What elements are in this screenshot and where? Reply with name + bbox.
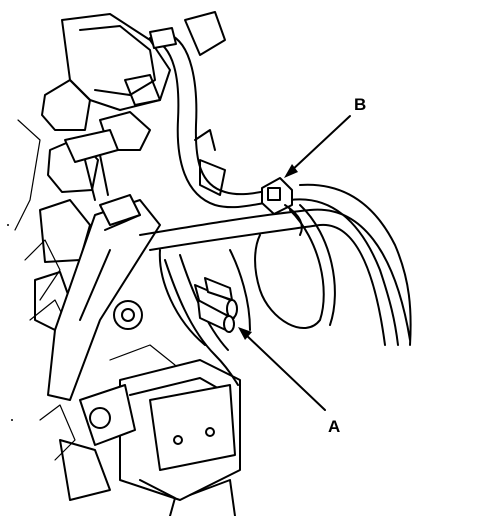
callout-a-arrowhead xyxy=(238,327,252,340)
callout-b: B xyxy=(284,95,366,178)
callout-b-label: B xyxy=(354,95,366,114)
callout-a-leader xyxy=(243,332,326,411)
cable-tie xyxy=(261,177,303,236)
callout-a: A xyxy=(238,327,340,436)
mounting-bracket xyxy=(47,129,161,401)
connector-pins xyxy=(194,277,238,333)
callout-a-label: A xyxy=(328,417,340,436)
electrical-connector xyxy=(39,344,241,516)
callout-b-arrowhead xyxy=(284,164,298,178)
callout-b-leader xyxy=(289,115,351,173)
speck xyxy=(11,419,13,421)
speck xyxy=(7,224,9,226)
engine-body xyxy=(14,11,226,331)
wire-harness xyxy=(139,27,412,386)
